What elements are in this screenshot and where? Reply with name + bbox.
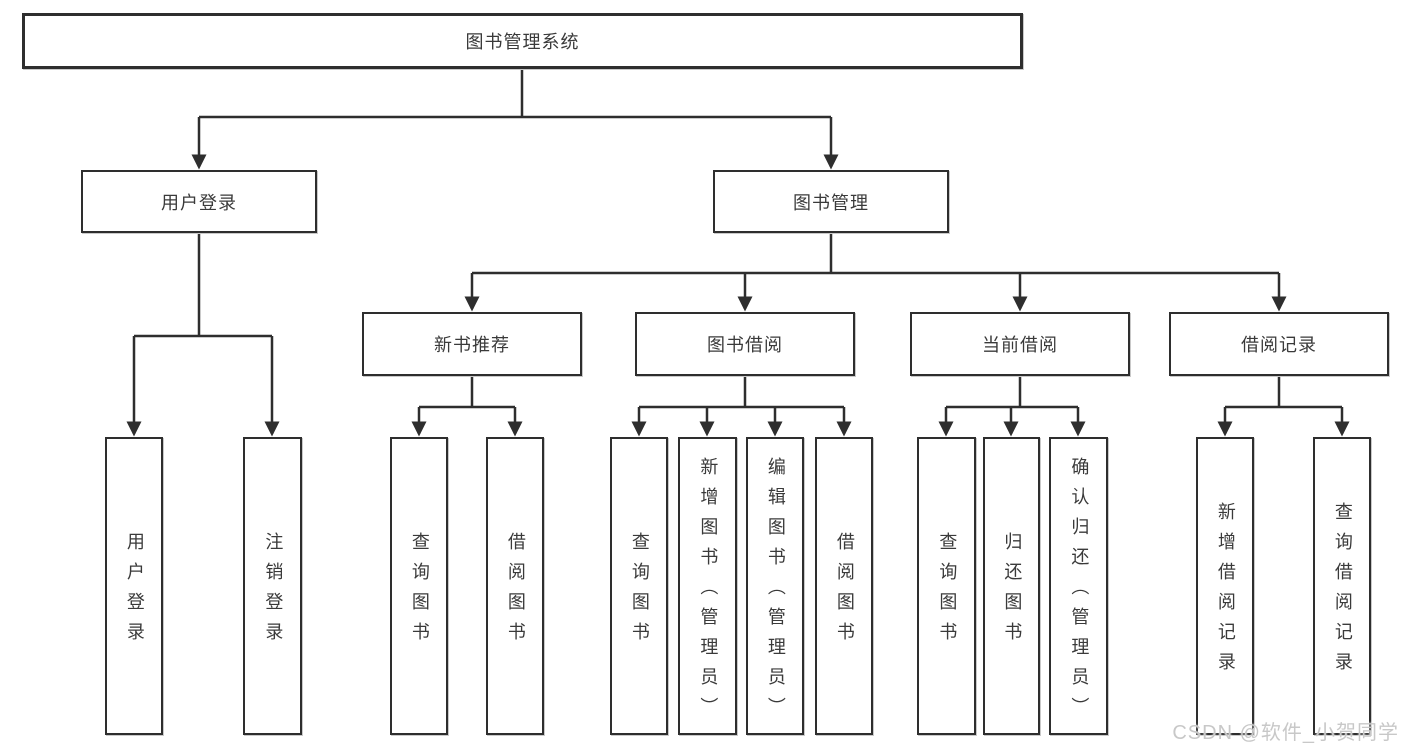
node-book-management-label: 图书管理 <box>793 192 869 213</box>
node-current-borrowing-label: 当前借阅 <box>982 335 1058 355</box>
leaf-add-borrow-record: 新增借阅记录 <box>1196 437 1254 735</box>
leaf-add-books-admin: 新增图书（管理员） <box>678 437 737 735</box>
node-borrowing-records: 借阅记录 <box>1169 312 1389 376</box>
leaf-query-borrow-record: 查询借阅记录 <box>1313 437 1371 735</box>
leaf-borrow-books-recommend-label: 借阅图书 <box>505 532 526 652</box>
node-library-management-system-label: 图书管理系统 <box>465 32 580 52</box>
node-user-login-label: 用户登录 <box>161 192 237 213</box>
node-book-management: 图书管理 <box>713 170 949 233</box>
leaf-add-books-admin-label: 新增图书（管理员） <box>698 457 719 727</box>
leaf-user-login: 用户登录 <box>105 437 163 735</box>
leaf-query-books-borrowing: 查询图书 <box>610 437 668 735</box>
leaf-query-books-recommend-label: 查询图书 <box>409 532 430 652</box>
node-book-borrowing-label: 图书借阅 <box>707 335 783 355</box>
node-user-login: 用户登录 <box>81 170 317 233</box>
leaf-query-books-recommend: 查询图书 <box>390 437 448 735</box>
leaf-user-login-label: 用户登录 <box>124 532 145 652</box>
node-new-book-recommendation-label: 新书推荐 <box>434 335 510 355</box>
leaf-logout: 注销登录 <box>243 437 302 735</box>
leaf-confirm-return-admin: 确认归还（管理员） <box>1049 437 1108 735</box>
leaf-query-borrow-record-label: 查询借阅记录 <box>1332 502 1353 682</box>
leaf-borrow-books-label: 借阅图书 <box>834 532 855 652</box>
node-current-borrowing: 当前借阅 <box>910 312 1130 376</box>
leaf-borrow-books: 借阅图书 <box>815 437 873 735</box>
node-library-management-system: 图书管理系统 <box>22 13 1023 69</box>
leaf-edit-books-admin: 编辑图书（管理员） <box>746 437 804 735</box>
leaf-confirm-return-admin-label: 确认归还（管理员） <box>1069 457 1090 727</box>
leaf-add-borrow-record-label: 新增借阅记录 <box>1215 502 1236 682</box>
leaf-edit-books-admin-label: 编辑图书（管理员） <box>765 457 786 727</box>
node-book-borrowing: 图书借阅 <box>635 312 855 376</box>
node-new-book-recommendation: 新书推荐 <box>362 312 582 376</box>
leaf-return-books: 归还图书 <box>983 437 1040 735</box>
leaf-return-books-label: 归还图书 <box>1002 532 1023 652</box>
leaf-logout-label: 注销登录 <box>263 532 284 652</box>
node-borrowing-records-label: 借阅记录 <box>1241 335 1317 355</box>
leaf-borrow-books-recommend: 借阅图书 <box>486 437 544 735</box>
leaf-query-books-current: 查询图书 <box>917 437 976 735</box>
leaf-query-books-borrowing-label: 查询图书 <box>629 532 650 652</box>
leaf-query-books-current-label: 查询图书 <box>937 532 958 652</box>
